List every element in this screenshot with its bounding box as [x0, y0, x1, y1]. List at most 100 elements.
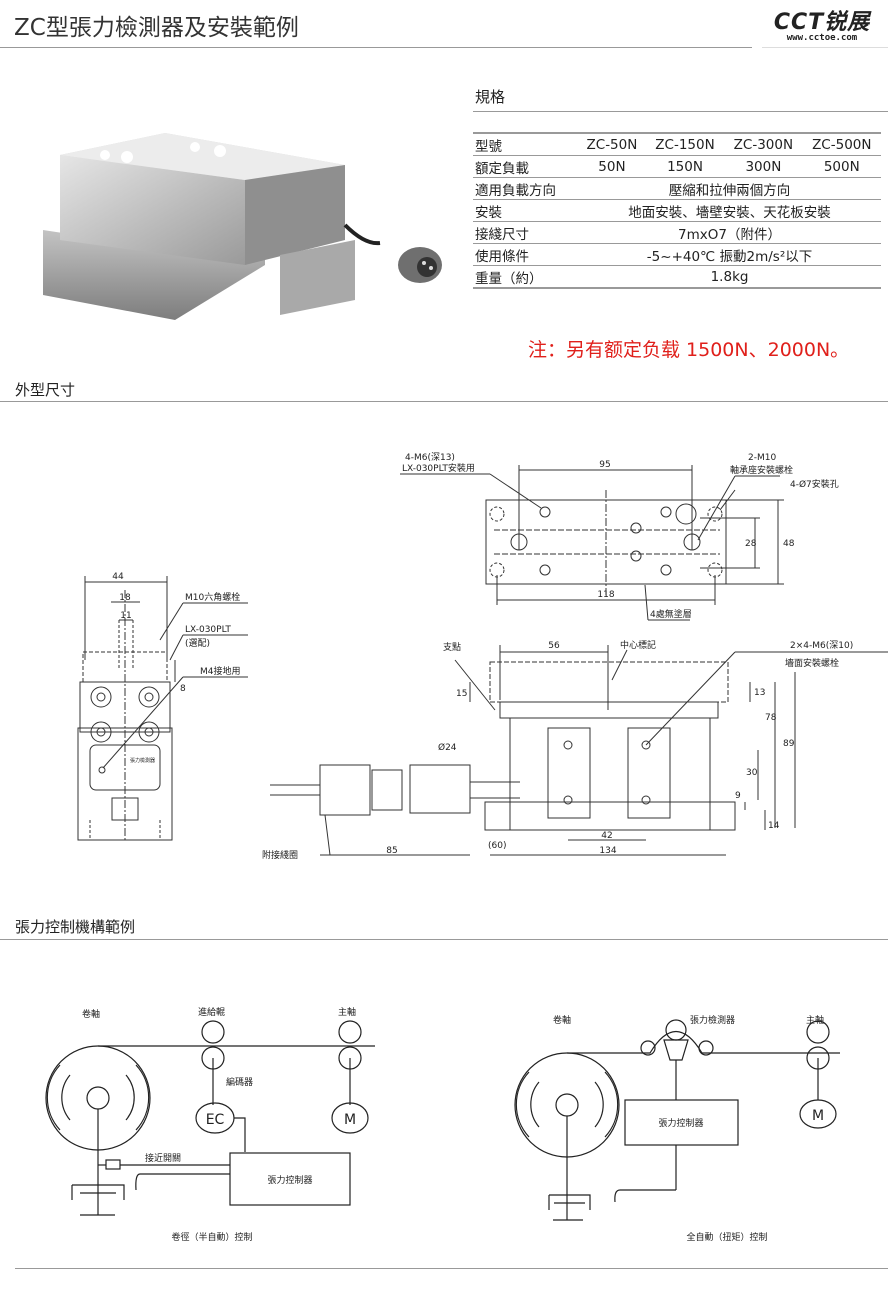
cell: ZC-50N	[578, 132, 646, 156]
dim-11: 11	[120, 611, 131, 621]
semi-auto-caption: 卷徑（半自動）控制	[171, 1231, 252, 1243]
main-shaft-label: 主軸	[806, 1014, 824, 1026]
spec-table: 型號 ZC-50N ZC-150N ZC-300N ZC-500N 額定負載 5…	[473, 132, 881, 289]
page-title: ZC型張力檢測器及安裝範例	[14, 15, 299, 41]
motor-label: M	[344, 1112, 356, 1128]
logo-url: www.cctoe.com	[786, 33, 858, 43]
top-view	[400, 465, 784, 621]
proximity-switch-label: 接近開關	[145, 1152, 181, 1164]
table-row: 使用條件-5~+40℃ 振動2m/s²以下	[473, 243, 881, 266]
cell: ZC-500N	[802, 132, 881, 156]
cable-label: 附接綫圈	[262, 849, 298, 861]
row-label: 接綫尺寸	[473, 221, 579, 244]
feed-roller-label: 進給輥	[198, 1006, 225, 1018]
dim-85: 85	[386, 846, 397, 856]
divider	[15, 1268, 888, 1269]
m10-label: 2-M10	[748, 453, 776, 463]
ec-label: EC	[206, 1112, 225, 1128]
dim-42: 42	[601, 831, 612, 841]
table-row: 型號 ZC-50N ZC-150N ZC-300N ZC-500N	[473, 132, 881, 156]
full-auto-diagram	[514, 1019, 840, 1221]
cell: 1.8kg	[578, 265, 881, 289]
dim-15: 15	[456, 689, 467, 699]
divider	[0, 401, 888, 402]
nameplate-label: 張力檢測器	[130, 757, 155, 764]
row-label: 額定負載	[473, 155, 579, 178]
cell: 300N	[724, 155, 803, 178]
controller-label: 張力控制器	[658, 1117, 703, 1129]
dim-9: 9	[735, 791, 741, 801]
dim-118: 118	[597, 590, 614, 600]
m6-use-label: LX-030PLT安裝用	[402, 462, 475, 474]
cell: ZC-150N	[645, 132, 725, 156]
cell: 50N	[578, 155, 646, 178]
plate-label: LX-030PLT	[185, 625, 231, 635]
divider	[762, 47, 888, 48]
ground-label: M4接地用	[200, 665, 241, 677]
dim-78: 78	[765, 713, 777, 723]
full-auto-caption: 全自動（扭矩）控制	[686, 1231, 767, 1243]
cell: 壓縮和拉伸兩個方向	[578, 177, 881, 200]
bolt-label: M10六角螺栓	[185, 591, 240, 603]
dimensions-heading: 外型尺寸	[15, 381, 76, 399]
m6-label: 4-M6(深13)	[405, 452, 455, 463]
dim-95: 95	[599, 460, 610, 470]
dim-18: 18	[119, 593, 131, 603]
cell: -5~+40℃ 振動2m/s²以下	[578, 243, 881, 266]
dim-44: 44	[112, 572, 124, 582]
dim-89: 89	[783, 739, 795, 749]
dim-14: 14	[768, 821, 780, 831]
dim-56: 56	[548, 641, 560, 651]
dim-13: 13	[754, 688, 765, 698]
divider	[0, 939, 888, 940]
reel-label: 卷軸	[553, 1014, 571, 1026]
brand-logo: CCT锐展 www.cctoe.com	[762, 4, 882, 43]
fulcrum-label: 支點	[443, 641, 461, 653]
cell: ZC-300N	[724, 132, 803, 156]
encoder-label: 編碼器	[226, 1076, 253, 1088]
cell: 7mxO7（附件）	[578, 221, 881, 244]
examples-heading: 張力控制機構範例	[15, 918, 136, 936]
dim-48: 48	[783, 539, 795, 549]
front-view	[77, 576, 248, 841]
m10-use-label: 軸承座安裝螺栓	[730, 464, 793, 476]
row-label: 適用負載方向	[473, 177, 579, 200]
tension-control-diagrams: 卷軸 進給輥 主軸 編碼器 EC M 接近開關 張力控制器 卷徑（半自動）控制 …	[45, 1006, 840, 1243]
side-m6-use-label: 墻面安裝螺栓	[785, 657, 839, 669]
dim-30: 30	[746, 768, 758, 778]
cell: 地面安裝、墻壁安裝、天花板安裝	[578, 199, 881, 222]
dimension-drawings: 44 18 11 8 M10六角螺栓 LX-030PLT (選配) M4接地用 …	[77, 452, 888, 861]
divider	[473, 111, 888, 112]
main-shaft-label: 主軸	[338, 1006, 356, 1018]
dim-134: 134	[599, 846, 616, 856]
specs-heading: 規格	[475, 88, 506, 106]
center-mark-label: 中心標記	[620, 639, 656, 651]
cell: 500N	[802, 155, 881, 178]
table-row: 重量（約）1.8kg	[473, 265, 881, 289]
divider	[0, 47, 752, 48]
dim-28: 28	[745, 539, 757, 549]
table-row: 安裝地面安裝、墻壁安裝、天花板安裝	[473, 199, 881, 222]
cell: 150N	[645, 155, 725, 178]
logo-text: CCT锐展	[773, 10, 871, 35]
plate-optional-label: (選配)	[185, 638, 210, 649]
row-label: 型號	[473, 132, 579, 156]
holes-label: 4-Ø7安裝孔	[790, 478, 839, 490]
dim-24: Ø24	[438, 742, 457, 753]
motor-label: M	[812, 1108, 824, 1124]
side-view	[270, 645, 888, 856]
controller-label: 張力控制器	[267, 1174, 312, 1186]
tension-sensor-label: 張力檢測器	[690, 1014, 735, 1026]
row-label: 重量（約）	[473, 265, 579, 289]
product-photo	[43, 133, 442, 320]
side-m6-label: 2×4-M6(深10)	[790, 640, 853, 651]
table-row: 額定負載 50N 150N 300N 500N	[473, 155, 881, 178]
table-row: 適用負載方向壓縮和拉伸兩個方向	[473, 177, 881, 200]
row-label: 安裝	[473, 199, 579, 222]
dim-60: (60)	[488, 841, 506, 851]
semi-auto-diagram	[45, 1020, 375, 1216]
row-label: 使用條件	[473, 243, 579, 266]
reel-label: 卷軸	[82, 1008, 100, 1020]
